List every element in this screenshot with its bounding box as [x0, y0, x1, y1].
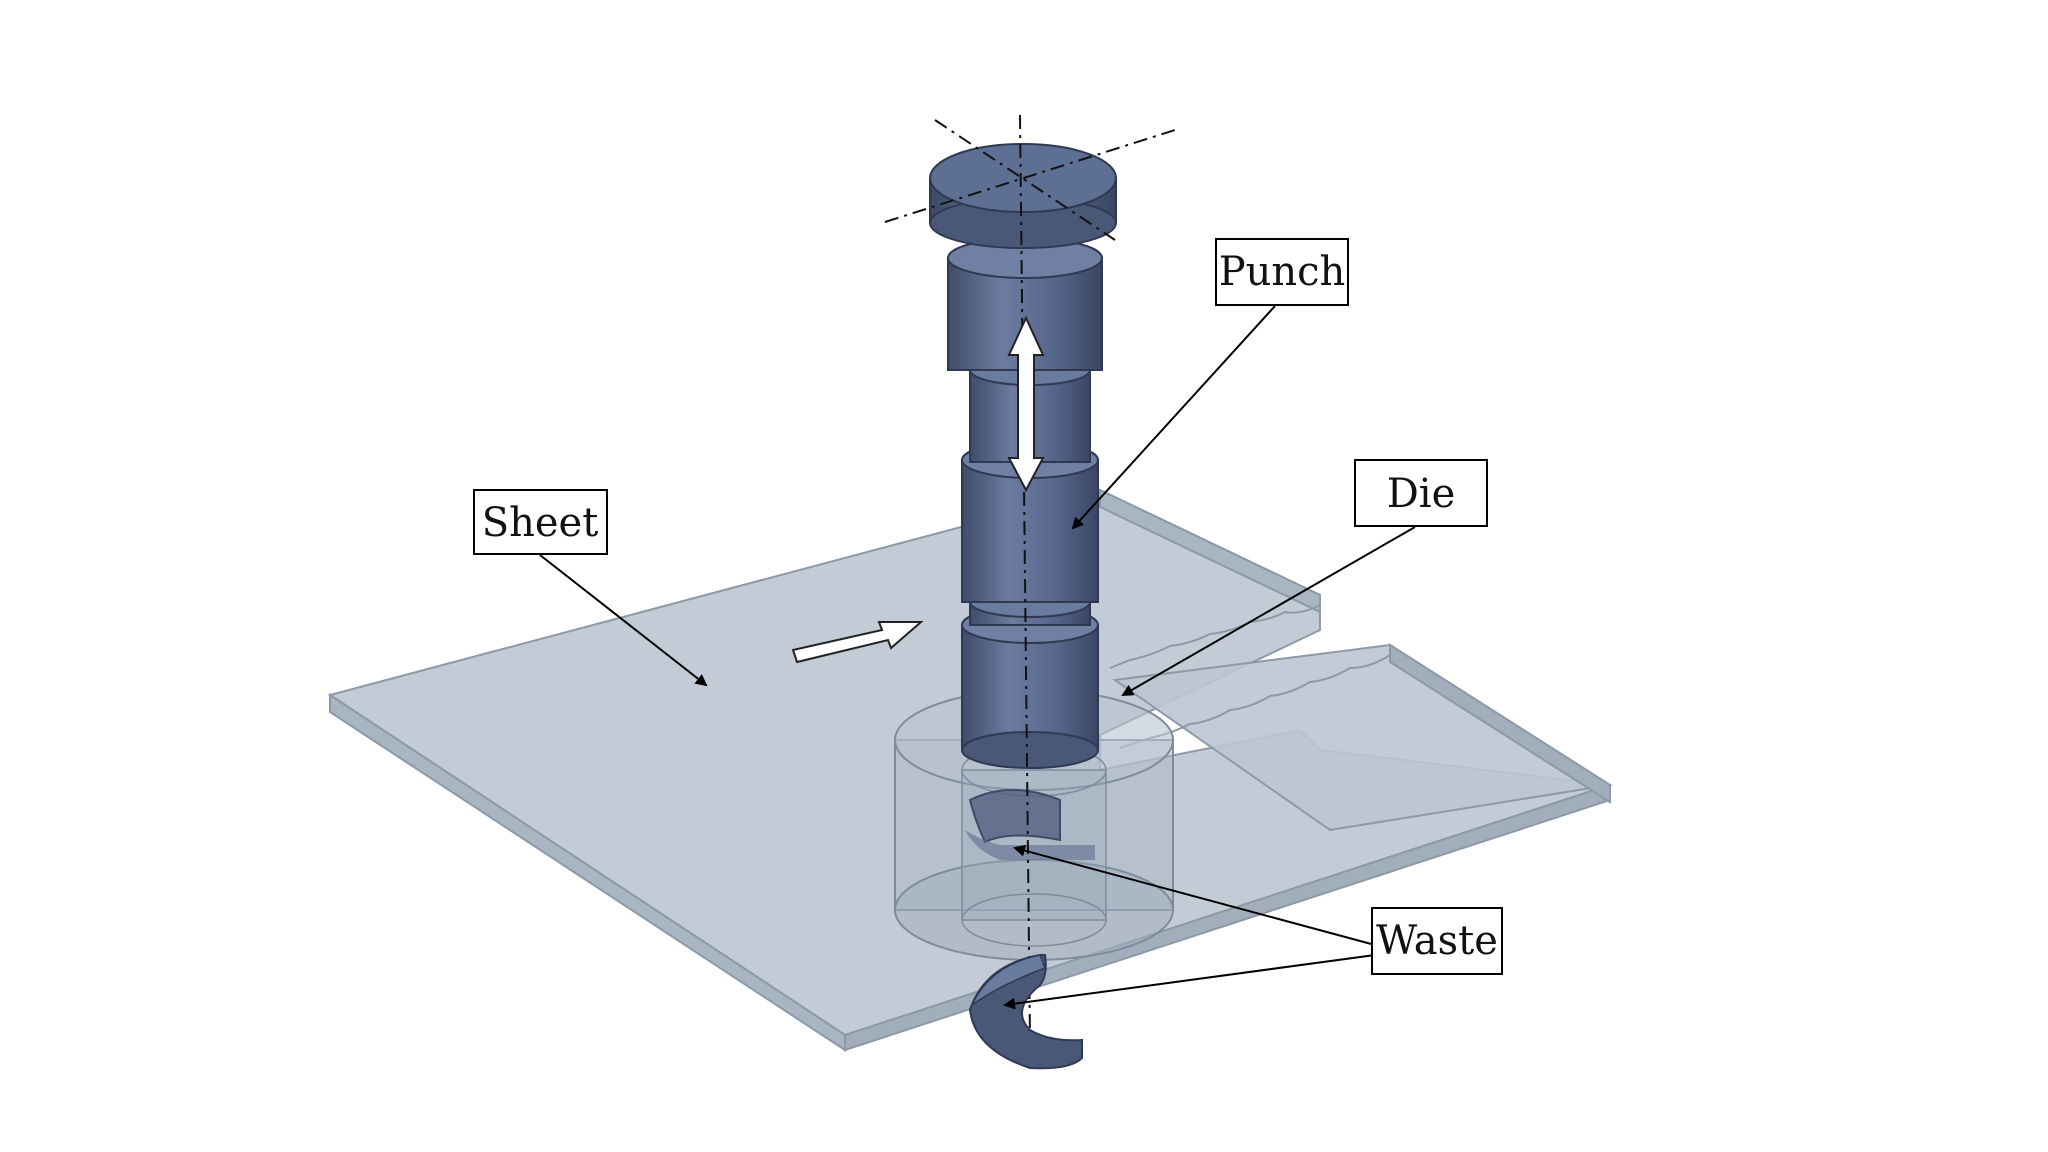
slot-cut-edges [1109, 604, 1391, 749]
waste-leader-2 [1003, 954, 1376, 1010]
sheet-right-strip [1099, 488, 1613, 832]
label-sheet: Sheet [482, 500, 599, 546]
punch-motion-arrow [1007, 315, 1045, 493]
axis-lines [884, 114, 1176, 1041]
sheet-leader [539, 554, 708, 687]
waste-ejected [968, 954, 1083, 1070]
label-die-box: Die [1354, 459, 1488, 527]
label-waste: Waste [1376, 918, 1498, 964]
sheet-feed-arrow [791, 621, 924, 664]
label-waste-box: Waste [1371, 907, 1503, 975]
leader-lines [539, 305, 1416, 1010]
label-punch: Punch [1219, 249, 1346, 295]
label-die: Die [1387, 471, 1456, 517]
die-leader [1121, 526, 1416, 696]
label-punch-box: Punch [1215, 238, 1349, 306]
waste-leader-1 [1013, 844, 1376, 946]
waste-in-die [965, 789, 1095, 860]
punch-leader [1071, 305, 1276, 530]
label-sheet-box: Sheet [473, 489, 608, 555]
